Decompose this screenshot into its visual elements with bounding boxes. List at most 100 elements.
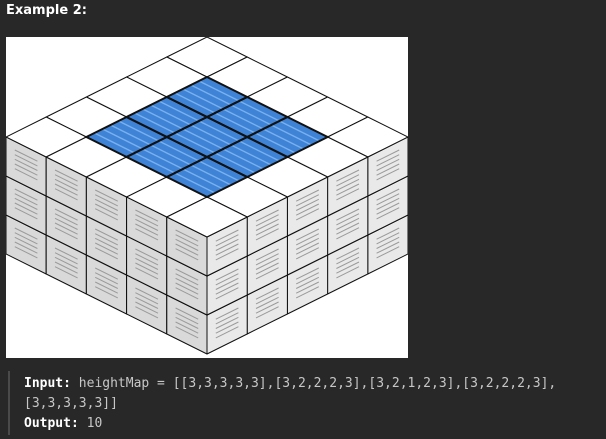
output-label: Output: [24, 416, 79, 431]
vent-line [255, 301, 279, 314]
vent-line [94, 228, 119, 241]
vent-line [295, 276, 320, 289]
vent-line [54, 217, 78, 230]
vent-line [255, 306, 279, 319]
water-stripe [158, 100, 200, 122]
vent-line [376, 149, 400, 162]
water-stripe [279, 120, 320, 142]
water-stripe [150, 144, 192, 166]
vent-line [215, 238, 239, 251]
vent-line [255, 287, 279, 300]
vent-line [376, 168, 400, 181]
vent-line [175, 307, 199, 320]
vent-line [376, 246, 400, 259]
vent-line [54, 252, 78, 265]
vent-line [135, 214, 159, 227]
vent-line [255, 292, 279, 305]
water-stripe [182, 168, 224, 190]
vent-line [215, 248, 239, 261]
water-stripe [222, 148, 264, 170]
input-line-continued: [3,3,3,3,3]] [24, 394, 604, 414]
vent-line [295, 286, 320, 299]
example-heading: Example 2: [6, 3, 87, 18]
vent-line [175, 268, 199, 281]
vent-line [175, 248, 199, 261]
vent-line [135, 301, 159, 314]
vent-line [215, 282, 239, 295]
vent-line [295, 203, 320, 216]
vent-line [54, 256, 78, 269]
vent-line [14, 163, 38, 176]
vent-line [175, 277, 199, 290]
vent-line [54, 266, 78, 279]
water-stripe [198, 120, 240, 142]
input-line: Input: heightMap = [[3,3,3,3,3],[3,2,2,2… [24, 374, 604, 394]
vent-line [14, 168, 38, 181]
vent-line [295, 267, 320, 280]
vent-line [14, 241, 38, 254]
water-stripe [262, 128, 304, 150]
vent-line [215, 326, 239, 339]
water-stripe [198, 160, 240, 182]
water-stripe [182, 88, 224, 110]
water-stripe [94, 132, 135, 154]
vent-line [54, 227, 78, 240]
water-stripe [190, 164, 232, 186]
vent-line [54, 208, 78, 221]
vent-line [14, 227, 38, 240]
water-stripe [190, 84, 232, 106]
vent-line [336, 208, 360, 221]
input-value-continued: [3,3,3,3,3]] [24, 396, 118, 411]
vent-line [295, 208, 320, 221]
vent-line [295, 281, 320, 294]
vent-line [94, 194, 119, 207]
vent-line [135, 248, 159, 261]
vent-line [336, 178, 360, 191]
vent-line [295, 189, 320, 202]
vent-line [54, 183, 78, 196]
vent-line [295, 272, 320, 285]
water-stripe [230, 104, 272, 126]
vent-line [376, 188, 400, 201]
vent-line [336, 169, 360, 182]
water-stripe [214, 112, 256, 134]
vent-line [215, 277, 239, 290]
vent-line [94, 267, 119, 280]
water-stripe [238, 140, 280, 162]
vent-line [255, 228, 279, 241]
water-stripe [270, 124, 312, 146]
vent-line [14, 149, 38, 162]
vent-line [215, 234, 239, 247]
water-stripe [134, 152, 176, 174]
water-stripe [222, 108, 264, 130]
output-value: 10 [78, 416, 103, 431]
vent-line [14, 154, 38, 167]
vent-line [255, 209, 279, 222]
vent-line [94, 203, 119, 216]
vent-line [14, 158, 38, 171]
vent-line [376, 232, 400, 245]
water-stripe [174, 172, 216, 194]
vent-line [135, 262, 159, 275]
vent-line [215, 312, 239, 325]
vent-line [215, 307, 239, 320]
vent-line [255, 257, 279, 270]
trapped-water-illustration [6, 37, 408, 358]
vent-line [336, 252, 360, 265]
water-stripe [142, 148, 184, 170]
water-stripe [238, 100, 280, 122]
vent-line [54, 178, 78, 191]
vent-line [295, 228, 320, 241]
vent-line [54, 174, 78, 187]
vent-line [336, 261, 360, 274]
vent-line [175, 234, 199, 247]
vent-line [94, 233, 119, 246]
vent-line [175, 312, 199, 325]
vent-line [54, 188, 78, 201]
water-stripe [182, 128, 224, 150]
vent-line [376, 197, 400, 210]
vent-line [135, 292, 159, 305]
vent-line [14, 207, 38, 220]
vent-line [94, 276, 119, 289]
vent-line [295, 233, 320, 246]
